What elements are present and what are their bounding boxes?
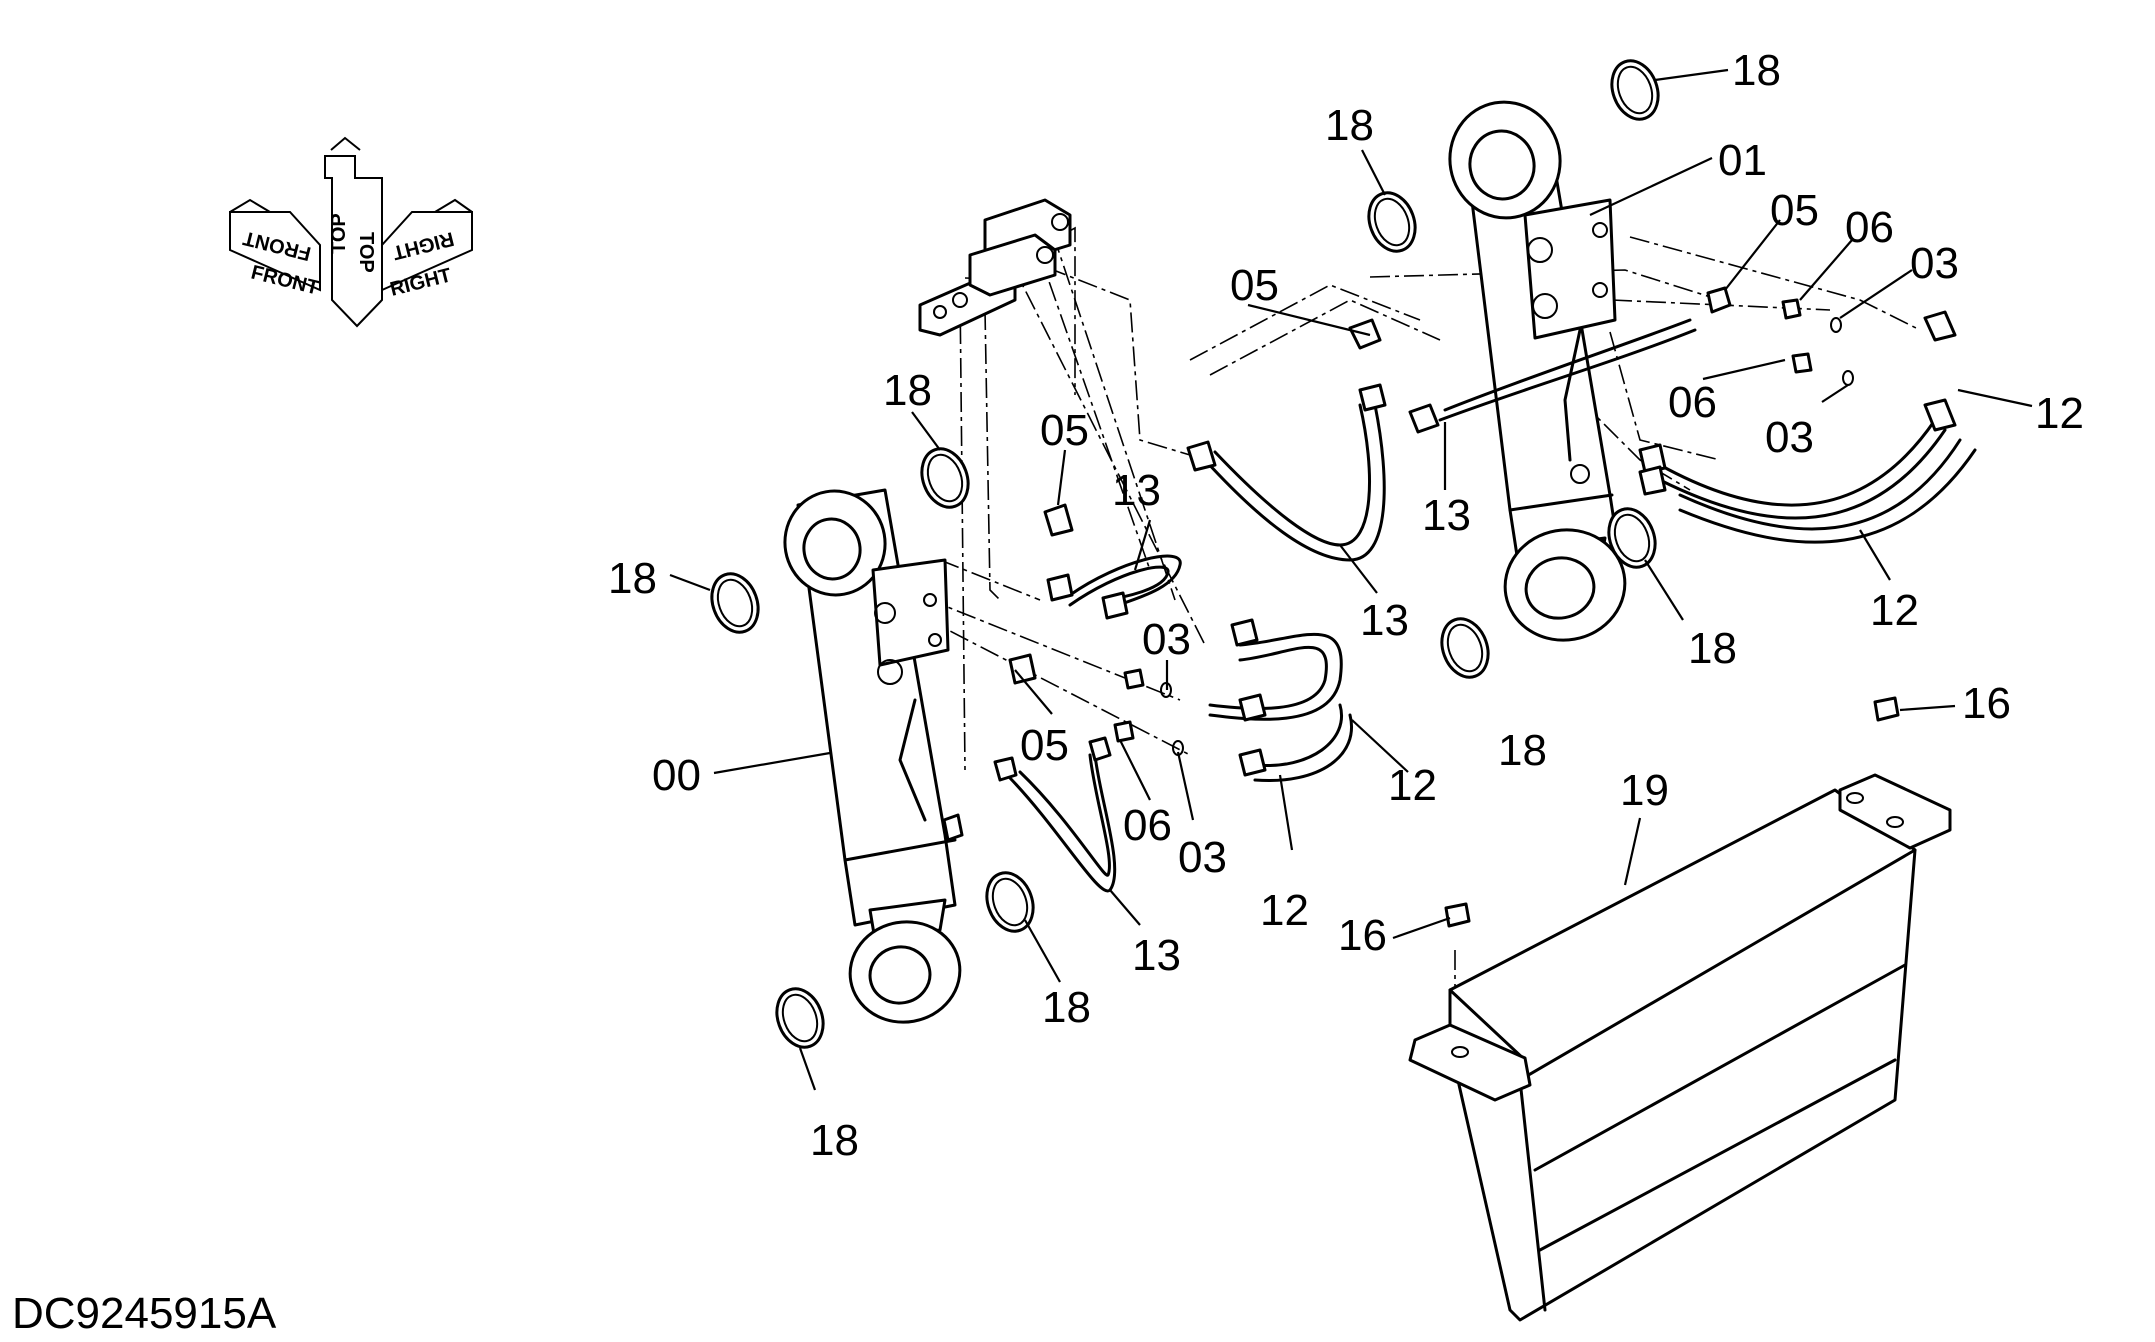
drawing-code: DC9245915A	[12, 1289, 277, 1337]
callout-05-b: 05	[1230, 261, 1279, 310]
callout-01: 01	[1718, 136, 1767, 185]
callout-18-right-low: 18	[1498, 726, 1547, 775]
callout-16-a: 16	[1962, 679, 2011, 728]
callout-05-d: 05	[1020, 721, 1069, 770]
callout-13-b: 13	[1360, 596, 1409, 645]
orient-top-label: TOP	[355, 232, 377, 273]
callout-labels: 18 18 01 05 06 03 05 06 03 12 13 18 12 1…	[608, 46, 2084, 1165]
cover-19	[1408, 773, 1952, 1322]
control-valve-block	[918, 198, 1072, 337]
callout-03-a: 03	[1910, 239, 1959, 288]
callout-13-a: 13	[1422, 491, 1471, 540]
callout-18-left-bottom: 18	[810, 1116, 859, 1165]
callout-00: 00	[652, 751, 701, 800]
seal-rings-18	[710, 59, 1660, 1049]
callout-18-left-low: 18	[1042, 983, 1091, 1032]
fittings	[993, 286, 1957, 928]
callout-03-d: 03	[1178, 833, 1227, 882]
callout-06-b: 06	[1668, 378, 1717, 427]
callout-18-top-left: 18	[1325, 101, 1374, 150]
orient-right-mirror-label: RIGHT	[390, 227, 456, 263]
leader-lines	[669, 68, 2033, 1091]
callout-12-d: 12	[1260, 886, 1309, 935]
cylinder-01	[1448, 100, 1627, 642]
callout-18-left-ring: 18	[608, 554, 657, 603]
orientation-symbol: FRONT FRONT TOP TOP RIGHT RIGHT	[229, 136, 473, 328]
callout-05-c: 05	[1040, 406, 1089, 455]
callout-18-right-mid: 18	[1688, 624, 1737, 673]
callout-13-d: 13	[1132, 931, 1181, 980]
callout-03-b: 03	[1765, 413, 1814, 462]
orient-front-label: FRONT	[249, 262, 321, 300]
callout-12-c: 12	[1388, 761, 1437, 810]
callout-18-left-top: 18	[883, 366, 932, 415]
orient-right-label: RIGHT	[388, 264, 454, 300]
callout-19: 19	[1620, 766, 1669, 815]
callout-12-b: 12	[1870, 586, 1919, 635]
callout-16-b: 16	[1338, 911, 1387, 960]
orient-top-mirror-label: TOP	[328, 213, 350, 254]
callout-13-c: 13	[1112, 466, 1161, 515]
callout-12-a: 12	[2035, 389, 2084, 438]
callout-06-c: 06	[1123, 801, 1172, 850]
callout-18-top-right: 18	[1732, 46, 1781, 95]
callout-06-a: 06	[1845, 203, 1894, 252]
callout-05-a: 05	[1770, 186, 1819, 235]
cylinder-00	[783, 488, 964, 1024]
callout-03-c: 03	[1142, 615, 1191, 664]
